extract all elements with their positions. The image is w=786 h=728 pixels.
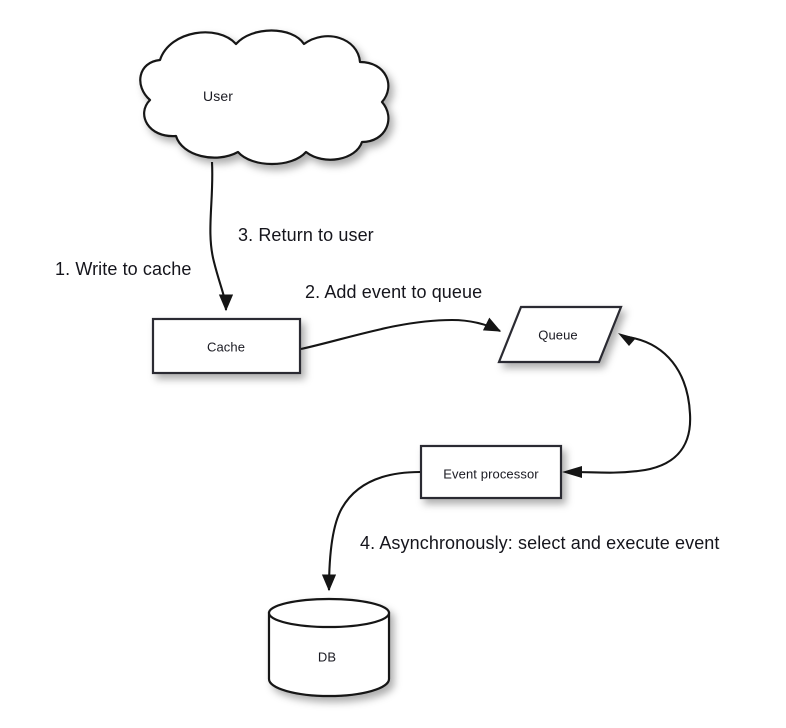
cloud-shape [139, 29, 390, 166]
edge-cache-to-queue [300, 317, 502, 351]
edge-label-step-2: 2. Add event to queue [305, 282, 483, 302]
node-db[interactable] [267, 597, 391, 698]
db-body [267, 611, 391, 698]
arrowhead-into-event-processor [562, 466, 582, 478]
db-top-ellipse [267, 597, 391, 629]
edge-label-step-1: 1. Write to cache [55, 259, 192, 279]
node-label-cache: Cache [206, 339, 246, 355]
edge-eventprocessor-to-db [321, 470, 421, 592]
event-processor-shape [419, 444, 563, 500]
node-label-db: DB [317, 649, 337, 665]
edge-label-step-4: 4. Asynchronously: select and execute ev… [360, 533, 720, 553]
node-user[interactable] [139, 29, 390, 166]
arrowhead-into-queue [618, 333, 636, 346]
edge-label-step-3: 3. Return to user [238, 225, 374, 245]
cache-shape [151, 317, 302, 375]
node-label-event-processor: Event processor [443, 466, 539, 482]
node-cache[interactable] [151, 317, 302, 375]
node-label-user: User [203, 88, 233, 104]
edge-queue-eventprocessor-loop [573, 335, 692, 474]
queue-shape [497, 305, 623, 364]
edge-user-to-cache [209, 161, 234, 312]
node-label-queue: Queue [538, 327, 578, 343]
node-event-processor[interactable] [419, 444, 563, 500]
node-queue[interactable] [497, 305, 623, 364]
